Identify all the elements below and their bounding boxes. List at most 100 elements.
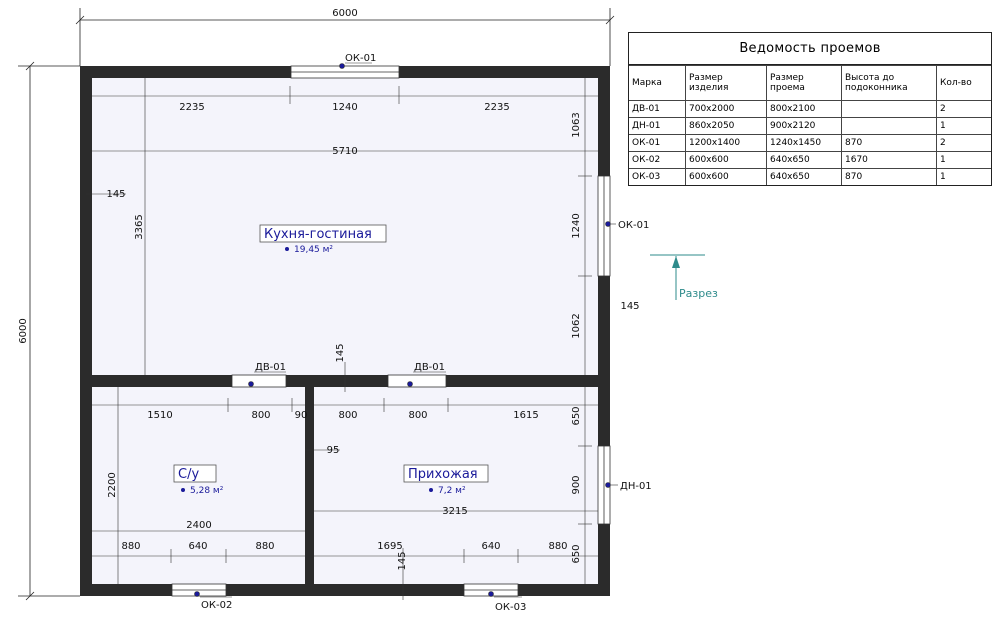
header-mark: Марка: [629, 65, 686, 101]
cell-mark: ОК-02: [629, 151, 686, 169]
room-area-bathroom: 5,28 м²: [190, 486, 224, 496]
table-row: ДН-01 860х2050 900х2120 1: [629, 117, 991, 135]
cell-count: 1: [936, 168, 991, 185]
dim-bath-width: 2400: [186, 520, 211, 531]
tag-dn01: ДН-01: [620, 481, 652, 492]
section-arrow-icon: [650, 254, 705, 300]
opening-tag-markers: [194, 62, 618, 598]
dim-bottom-right-3: 880: [548, 541, 567, 552]
room-label-box-bathroom: [173, 464, 217, 483]
cell-item-size: 1200х1400: [685, 134, 767, 152]
dim-lower-right-v1: 650: [571, 406, 582, 425]
dim-right-wall: 145: [620, 301, 639, 312]
cell-count: 2: [936, 134, 991, 152]
cell-opening-size: 800х2100: [766, 100, 842, 118]
cell-sill-height: 870: [841, 168, 937, 185]
floor-hallway: [314, 387, 598, 584]
dim-inner-width: 5710: [332, 146, 357, 157]
dim-bottom-wall: 145: [397, 551, 408, 570]
header-sill-height: Высота до подоконника: [841, 65, 937, 101]
dim-bath-height: 2200: [107, 472, 118, 497]
dim-bottom-right-1: 1695: [377, 541, 402, 552]
cell-count: 1: [936, 117, 991, 135]
dim-hall-width: 3215: [442, 506, 467, 517]
room-label-box-hallway: [403, 464, 489, 483]
dim-room-height: 3365: [134, 214, 145, 239]
table-row: ОК-02 600х600 640х650 1670 1: [629, 151, 991, 169]
dim-top-right: 2235: [484, 102, 509, 113]
cell-item-size: 600х600: [685, 168, 767, 185]
dim-bottom-left-2: 640: [188, 541, 207, 552]
cell-opening-size: 640х650: [766, 168, 842, 185]
room-marker-kitchen: [285, 247, 289, 251]
overall-dimension-lines: [18, 8, 615, 601]
floor-bathroom: [92, 387, 305, 584]
tag-dv01-a: ДВ-01: [255, 362, 286, 373]
cell-opening-size: 1240х1450: [766, 134, 842, 152]
dim-lower-right-3: 1615: [513, 410, 538, 421]
dim-lower-right-v3: 650: [571, 544, 582, 563]
dim-door-wall: 145: [335, 343, 346, 362]
dim-right-bottom: 1062: [571, 313, 582, 338]
section-label: Разрез: [679, 287, 718, 300]
cell-mark: ОК-03: [629, 168, 686, 185]
cell-sill-height: 870: [841, 134, 937, 152]
cell-item-size: 600х600: [685, 151, 767, 169]
room-name-bathroom: С/у: [178, 467, 199, 482]
dim-right-mid: 1240: [571, 213, 582, 238]
dim-top-left: 2235: [179, 102, 204, 113]
tag-ok03: ОК-03: [495, 602, 526, 613]
dim-bottom-right-2: 640: [481, 541, 500, 552]
cell-sill-height: 1670: [841, 151, 937, 169]
dim-lower-left-3: 90: [295, 410, 308, 421]
cell-sill-height: [841, 100, 937, 118]
overall-height-label: 6000: [18, 318, 29, 343]
dim-wall-offset: 145: [106, 189, 125, 200]
dim-lower-right-1: 800: [338, 410, 357, 421]
cell-count: 2: [936, 100, 991, 118]
schedule-table: Марка Размер изделия Размер проема Высот…: [629, 65, 991, 185]
table-row: ОК-03 600х600 640х650 870 1: [629, 168, 991, 185]
room-marker-bathroom: [181, 488, 185, 492]
tag-dv01-b: ДВ-01: [414, 362, 445, 373]
dim-partition: 95: [327, 445, 340, 456]
table-row: ОК-01 1200х1400 1240х1450 870 2: [629, 134, 991, 152]
room-name-kitchen: Кухня-гостиная: [264, 227, 372, 242]
dim-bottom-left-1: 880: [121, 541, 140, 552]
room-label-box-kitchen: [259, 224, 387, 243]
dim-bottom-left-3: 880: [255, 541, 274, 552]
door-dv01-b: [387, 374, 447, 388]
cell-mark: ОК-01: [629, 134, 686, 152]
tag-ok01-top: ОК-01: [345, 53, 376, 64]
dim-lower-right-v2: 900: [571, 475, 582, 494]
overall-width-label: 6000: [332, 8, 357, 19]
cell-mark: ДВ-01: [629, 100, 686, 118]
tag-ok01-right: ОК-01: [618, 220, 649, 231]
room-area-hallway: 7,2 м²: [438, 486, 466, 496]
openings-schedule: Ведомость проемов Марка Размер изделия Р…: [628, 32, 992, 186]
header-opening-size: Размер проема: [766, 65, 842, 101]
tag-ok02: ОК-02: [201, 600, 232, 611]
door-dv01-a: [231, 374, 287, 388]
cell-opening-size: 640х650: [766, 151, 842, 169]
table-row: ДВ-01 700х2000 800х2100 2: [629, 100, 991, 118]
dim-right-top: 1063: [571, 112, 582, 137]
walls: [80, 66, 610, 596]
cell-sill-height: [841, 117, 937, 135]
dim-lower-left-2: 800: [251, 410, 270, 421]
interior-dimension-lines: [86, 78, 598, 600]
room-marker-hallway: [429, 488, 433, 492]
room-name-hallway: Прихожая: [408, 467, 478, 482]
schedule-header-row: Марка Размер изделия Размер проема Высот…: [629, 65, 991, 101]
dim-top-mid: 1240: [332, 102, 357, 113]
header-count: Кол-во: [936, 65, 991, 101]
cell-item-size: 700х2000: [685, 100, 767, 118]
header-item-size: Размер изделия: [685, 65, 767, 101]
cell-mark: ДН-01: [629, 117, 686, 135]
schedule-title: Ведомость проемов: [629, 33, 991, 65]
cell-opening-size: 900х2120: [766, 117, 842, 135]
dim-lower-right-2: 800: [408, 410, 427, 421]
cell-count: 1: [936, 151, 991, 169]
cell-item-size: 860х2050: [685, 117, 767, 135]
